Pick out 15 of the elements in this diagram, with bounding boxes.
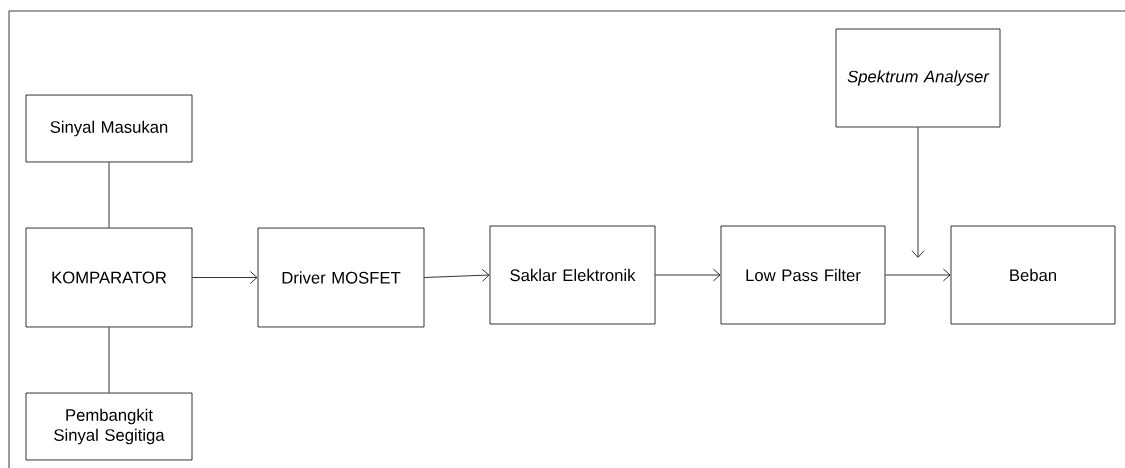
arrow	[424, 268, 490, 282]
block-box: Driver MOSFET	[257, 227, 425, 328]
block-box: Sinyal Masukan	[25, 94, 193, 163]
connector-line	[108, 326, 110, 394]
block-box: KOMPARATOR	[25, 227, 193, 328]
arrow	[885, 268, 951, 282]
block-box: Beban	[950, 225, 1116, 325]
arrow	[192, 271, 258, 284]
block-box: Saklar Elektronik	[489, 225, 656, 325]
block-box: Pembangkit Sinyal Segitiga	[25, 392, 193, 461]
block-box: Spektrum Analyser	[835, 28, 1001, 128]
block-box: Low Pass Filter	[720, 225, 886, 325]
arrow	[911, 127, 925, 258]
arrow	[655, 268, 721, 282]
connector-line	[108, 161, 110, 229]
